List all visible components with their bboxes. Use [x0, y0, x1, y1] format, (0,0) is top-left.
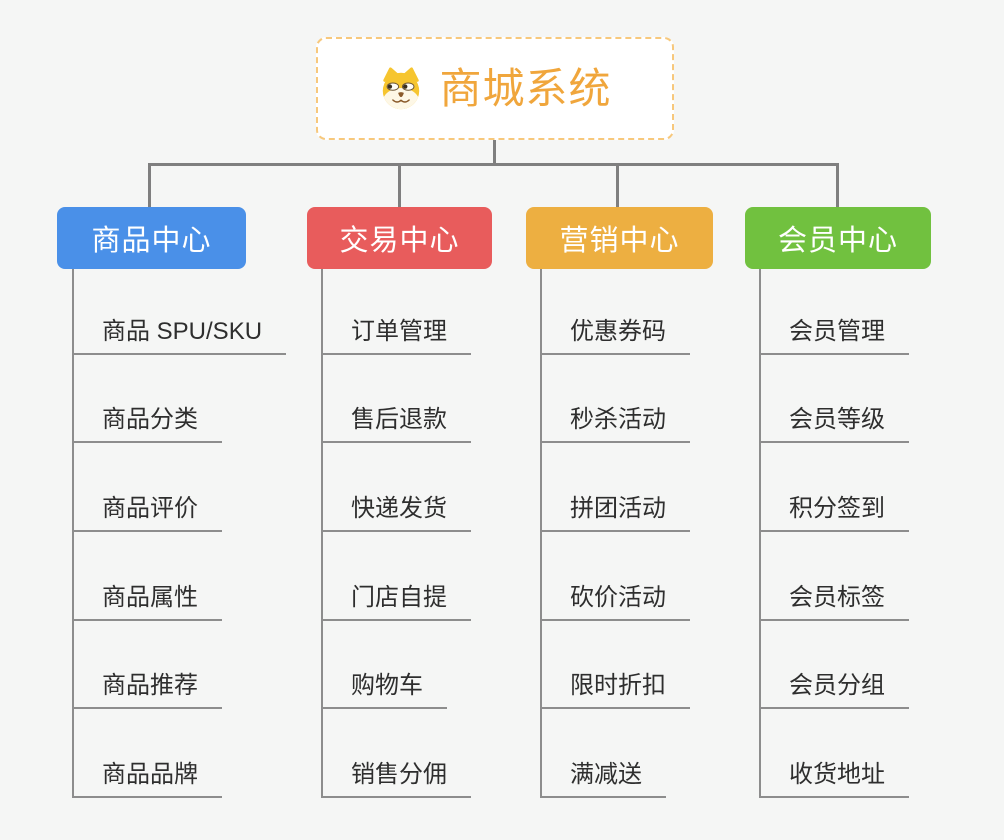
- branch-node-members[interactable]: 会员中心: [745, 207, 931, 269]
- child-topic[interactable]: 积分签到: [761, 443, 909, 533]
- shiba-dog-icon: [383, 66, 420, 109]
- child-topic[interactable]: 会员标签: [761, 532, 909, 621]
- connector-root-stem: [493, 139, 496, 166]
- child-topic[interactable]: 优惠券码: [542, 266, 690, 355]
- child-topic[interactable]: 售后退款: [323, 355, 471, 444]
- child-topic[interactable]: 限时折扣: [542, 621, 690, 710]
- child-topic[interactable]: 门店自提: [323, 532, 471, 621]
- root-node-title: 商城系统: [439, 64, 612, 112]
- child-topic[interactable]: 砍价活动: [542, 532, 690, 621]
- branch-children-members: 会员管理 会员等级 积分签到 会员标签 会员分组 收货地址: [759, 266, 909, 799]
- child-topic[interactable]: 收货地址: [761, 709, 909, 799]
- child-topic[interactable]: 快递发货: [323, 443, 471, 533]
- child-topic[interactable]: 销售分佣: [323, 709, 471, 799]
- child-topic[interactable]: 购物车: [323, 621, 447, 710]
- child-topic[interactable]: 会员等级: [761, 355, 909, 444]
- child-topic[interactable]: 商品推荐: [74, 621, 222, 710]
- child-topic[interactable]: 商品评价: [74, 443, 222, 533]
- branch-node-trade[interactable]: 交易中心: [307, 207, 492, 269]
- child-topic[interactable]: 满减送: [542, 709, 666, 799]
- connector-drop-marketing: [616, 163, 619, 210]
- child-topic[interactable]: 商品属性: [74, 532, 222, 621]
- child-topic[interactable]: 商品品牌: [74, 709, 222, 799]
- child-topic[interactable]: 商品分类: [74, 355, 222, 444]
- child-topic[interactable]: 订单管理: [323, 266, 471, 355]
- branch-node-products[interactable]: 商品中心: [57, 207, 246, 269]
- child-topic[interactable]: 会员分组: [761, 621, 909, 710]
- connector-drop-trade: [398, 163, 401, 210]
- connector-drop-members: [836, 163, 839, 210]
- connector-horizontal-bar: [148, 163, 839, 166]
- branch-node-marketing[interactable]: 营销中心: [526, 207, 713, 269]
- child-topic[interactable]: 秒杀活动: [542, 355, 690, 444]
- branch-children-marketing: 优惠券码 秒杀活动 拼团活动 砍价活动 限时折扣 满减送: [540, 266, 690, 799]
- child-topic[interactable]: 拼团活动: [542, 443, 690, 533]
- root-node-mall-system[interactable]: 商城系统: [316, 37, 674, 140]
- branch-children-trade: 订单管理 售后退款 快递发货 门店自提 购物车 销售分佣: [321, 266, 471, 799]
- connector-drop-products: [148, 163, 151, 210]
- child-topic[interactable]: 商品 SPU/SKU: [74, 266, 287, 355]
- branch-children-products: 商品 SPU/SKU 商品分类 商品评价 商品属性 商品推荐 商品品牌: [72, 266, 287, 799]
- child-topic[interactable]: 会员管理: [761, 266, 909, 355]
